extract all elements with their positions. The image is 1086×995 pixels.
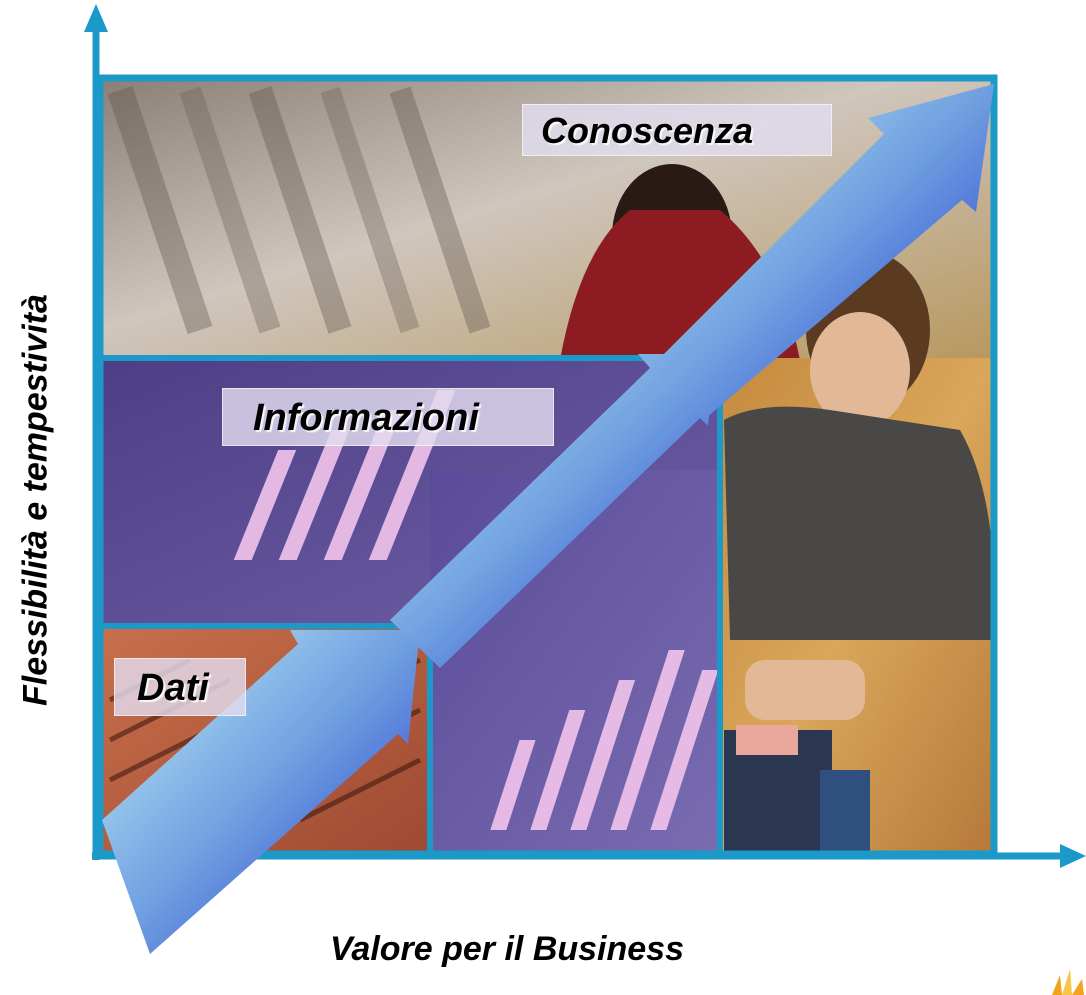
arrow-up-icon [84,4,108,32]
level-label-dati: Dati [114,658,246,716]
x-axis-label: Valore per il Business [330,930,684,968]
diagonal-arrow-icon [102,84,994,954]
bars-lower [490,650,719,830]
growth-arrow-segment-dati [102,630,420,954]
growth-arrow-segment-conoscenza [650,84,994,418]
level-label-informazioni: Informazioni [222,388,554,446]
level-label-conoscenza: Conoscenza [522,104,832,156]
y-axis-label: Flessibilità e tempestività [16,294,55,706]
bars-informazioni [233,390,456,560]
logo-icon [1052,969,1084,995]
arrow-right-icon [1060,844,1086,868]
growth-arrow-segment-informazioni [390,354,716,668]
top-panel-texture [107,85,491,335]
